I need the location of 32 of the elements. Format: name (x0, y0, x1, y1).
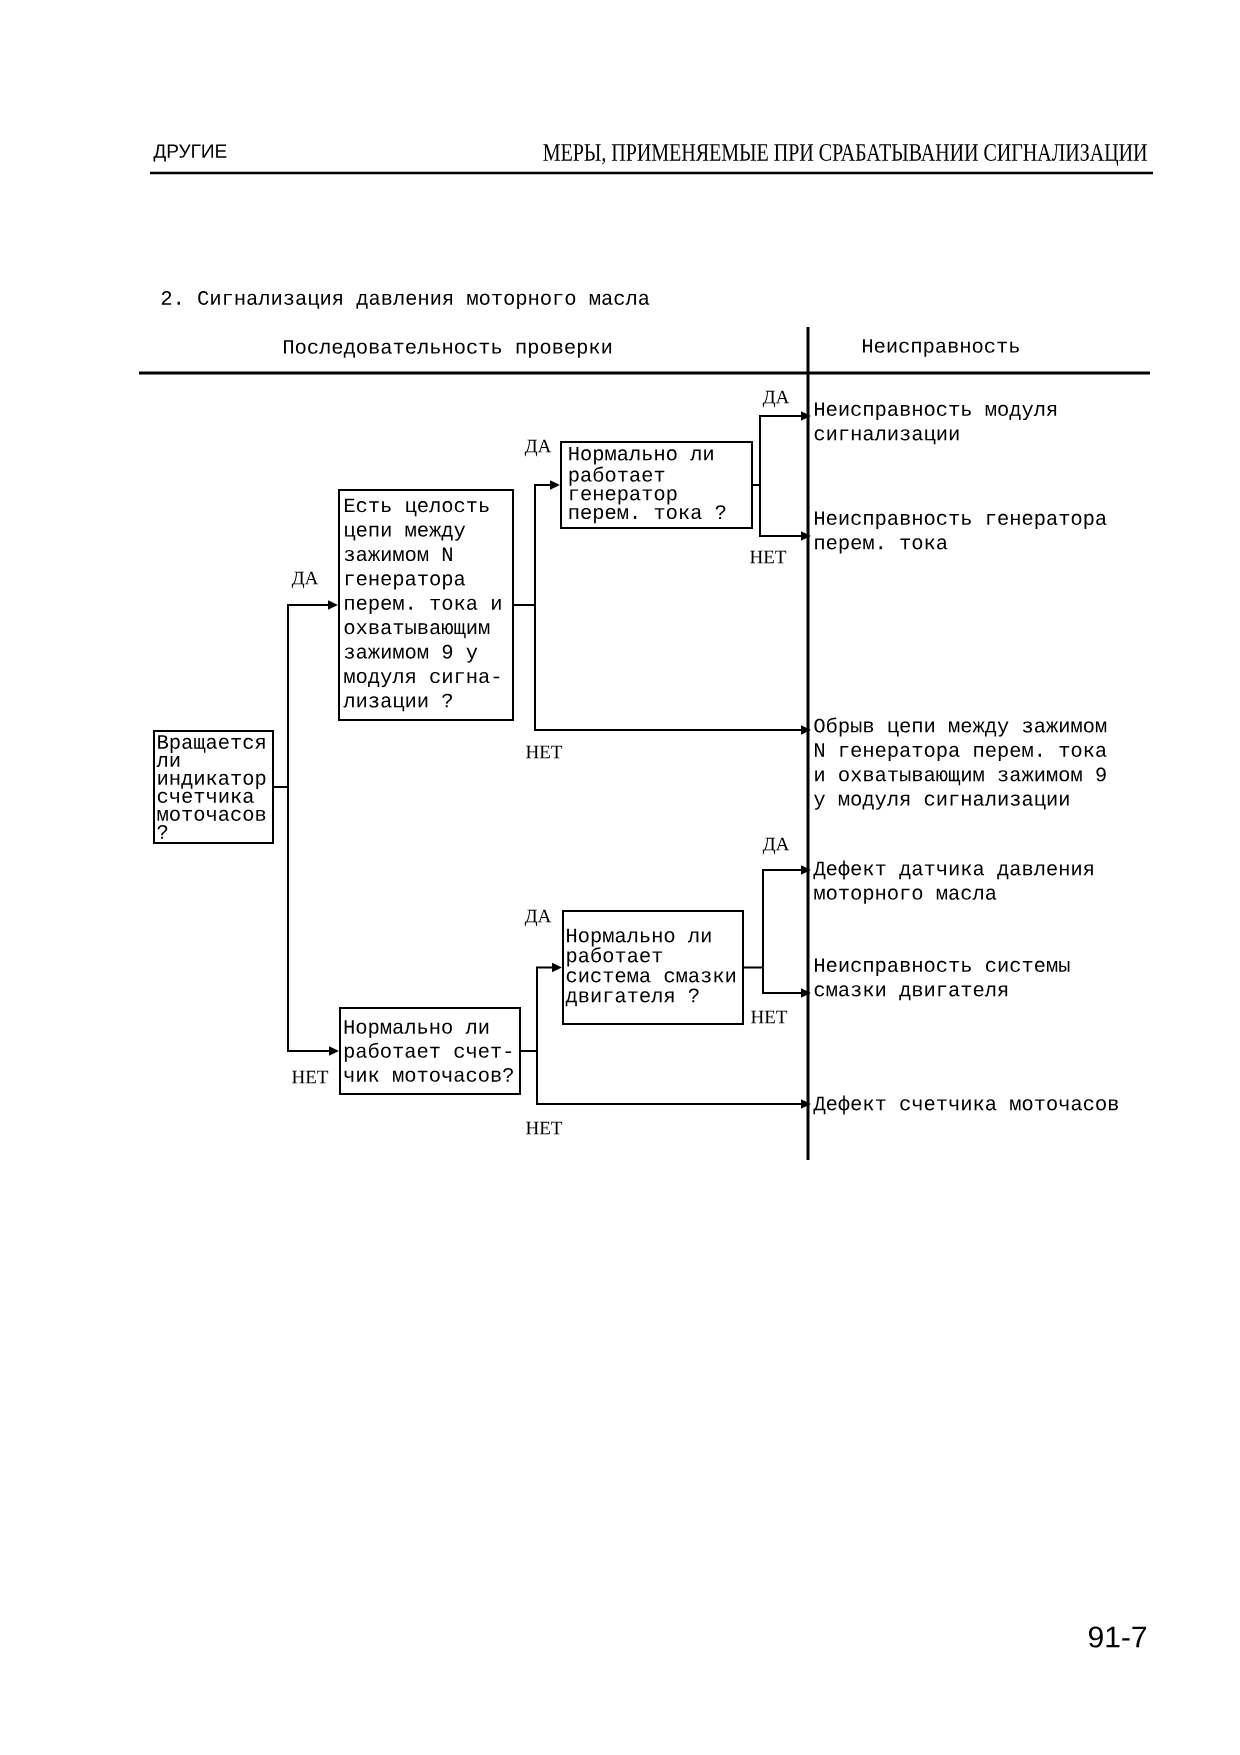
result-text: Дефект датчика давления моторного масла (813, 860, 1093, 904)
edge-label: ДА (760, 388, 792, 410)
decision-box: Нормально ли работает счет- чик моточасов? (339, 1007, 521, 1095)
edge-label: НЕТ (748, 1008, 790, 1026)
result-text: Дефект счетчика моточасов (813, 1095, 1118, 1115)
connector-line (520, 1050, 538, 1052)
decision-box: Нормально ли работает генератор перем. тока ? (560, 441, 753, 529)
decision-box: Вращается ли индикатор счетчика моточасов ? (153, 730, 274, 844)
edge-label: ДА (760, 835, 792, 857)
decision-box: Нормально ли работает система смазки двигателя ? (562, 910, 744, 1025)
edge-label: ДА (522, 437, 554, 459)
edge-label: НЕТ (747, 548, 789, 566)
result-text: Обрыв цепи между зажимом N генератора перем. тока и охватывающим зажимом 9 у модуля сигнализации (814, 717, 1107, 810)
section-title: 2. Сигнализация давления моторного масла (161, 291, 650, 309)
running-head: МЕРЫ, ПРИМЕНЯЕМЫЕ ПРИ СРАБАТЫВАНИИ СИГНАЛИЗАЦИИ (543, 144, 1147, 166)
connector-line (743, 966, 764, 969)
result-text: Неисправность модуля сигнализации (814, 402, 1057, 445)
edge-label: НЕТ (289, 1068, 331, 1086)
page-number: 91-7 (1088, 1626, 1147, 1648)
result-text: Неисправность генератора перем. тока (815, 511, 1107, 554)
edge-label: ДА (522, 907, 554, 929)
result-text: Неисправность системы смазки двигателя (814, 958, 1070, 1001)
connector-line (513, 604, 536, 606)
edge-label: НЕТ (523, 1119, 565, 1137)
connector-line (752, 484, 761, 486)
running-head: ДРУГИЕ (153, 144, 227, 162)
edge-label: НЕТ (523, 743, 565, 761)
decision-box: Есть целость цепи между зажимом N генератора перем. тока и охватывающим зажимом 9 у модуля сигна- лизации ? (338, 489, 514, 721)
column-header: Последовательность проверки (284, 340, 612, 358)
edge-label: ДА (289, 569, 321, 591)
column-header: Неисправность (863, 339, 1019, 357)
connector-line (273, 786, 289, 788)
